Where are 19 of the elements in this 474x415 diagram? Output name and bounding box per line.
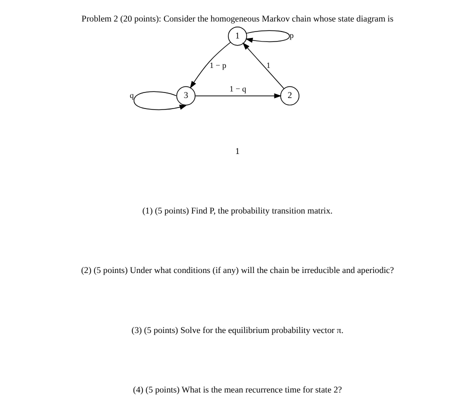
arrow bbox=[242, 42, 284, 89]
label: (4) (5 points) What is the mean recurrence time for state 2? bbox=[132, 384, 342, 395]
arrow bbox=[189, 42, 230, 88]
label: 1 bbox=[234, 146, 240, 156]
diagram-title: Problem 2 (20 points): Consider the homogeneous Markov chain whose state diagram is bbox=[81, 13, 393, 24]
edge-label: 1 − p bbox=[209, 61, 226, 70]
edge-label: q bbox=[129, 90, 134, 100]
arrow bbox=[133, 91, 186, 110]
edge-label: 1 − q bbox=[229, 84, 246, 94]
label: (3) (5 points) Solve for the equilibrium probability vector π. bbox=[131, 324, 343, 335]
node-circle: 1 bbox=[227, 26, 247, 46]
label: (1) (5 points) Find P, the probability transition matrix. bbox=[142, 205, 332, 216]
arrow bbox=[194, 93, 282, 98]
edge-label: p bbox=[289, 31, 294, 40]
arrow bbox=[244, 30, 290, 43]
node-circle: 3 bbox=[176, 86, 195, 106]
node-circle: 2 bbox=[280, 86, 299, 106]
label: (2) (5 points) Under what conditions (if any) will the chain be irreducible and aperiodic? bbox=[80, 265, 394, 276]
edge-label: 1 bbox=[266, 61, 270, 70]
